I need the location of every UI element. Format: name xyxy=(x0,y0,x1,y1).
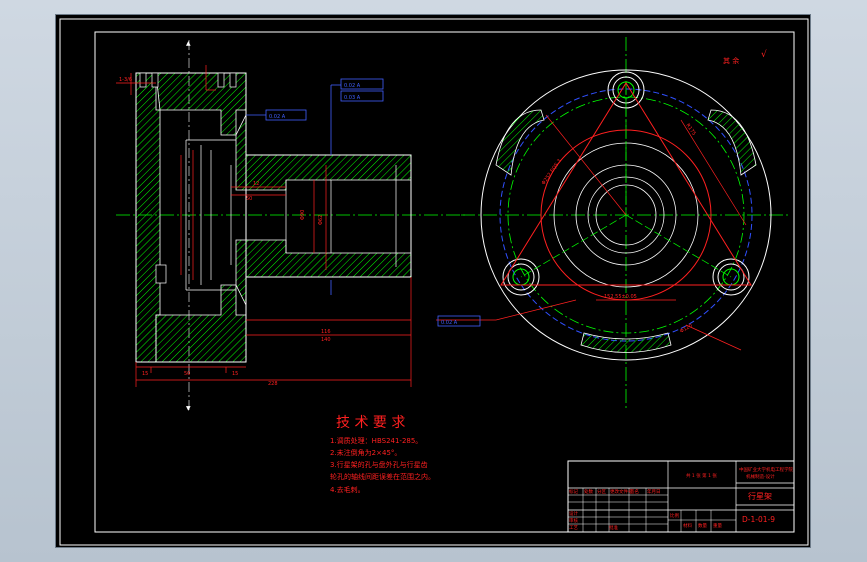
tol-end: 0.02 A xyxy=(441,320,458,326)
dim-a: 15 xyxy=(142,371,148,377)
end-view: Φ252 EQS 3 R175 152.55±0.05 Φ120 0.02 A xyxy=(436,37,791,410)
outer-frame xyxy=(59,18,809,546)
inner-frame xyxy=(94,31,795,533)
tb-note: 共 1 张 第 1 张 xyxy=(686,472,717,479)
hatch-web-lower xyxy=(155,284,247,363)
dim-dia: Φ120 xyxy=(679,323,694,335)
dim-b: 50 xyxy=(184,371,190,377)
tb-material: 材料 xyxy=(683,522,692,529)
cad-viewport[interactable]: 1-3/6 228 15 50 15 116 140 12 50 Φ90 Φ62… xyxy=(55,14,811,548)
tech-note-1: 1.调质处理：HBS241-285。 xyxy=(330,436,422,445)
tech-note-2: 2.未注倒角为2×45°。 xyxy=(330,448,401,457)
engineering-drawing: 1-3/6 228 15 50 15 116 140 12 50 Φ90 Φ62… xyxy=(59,18,809,546)
svg-text:▼: ▼ xyxy=(186,405,191,412)
tol-3: 0.02 A xyxy=(269,114,286,120)
svg-text:▲: ▲ xyxy=(186,40,191,47)
outer-circle xyxy=(480,69,772,361)
tb-weight: 重量 xyxy=(713,522,722,529)
tech-note-3: 3.行星架的孔与盘外孔与行星齿 xyxy=(330,460,428,469)
tol-2: 0.03 A xyxy=(344,95,361,101)
tb-dept: 机械制造-设计 xyxy=(746,473,775,480)
tol-1: 0.02 A xyxy=(344,83,361,89)
tech-note-4: 轮孔的轴线间距误差在范围之内。 xyxy=(330,472,435,481)
tb-school: 中国矿业大学机电工程学院 xyxy=(739,466,793,473)
tb-label-zone: 分区 xyxy=(597,488,606,495)
dim-total: 228 xyxy=(268,381,278,387)
title-block: 中国矿业大学机电工程学院 机械制造-设计 共 1 张 第 1 张 标记 处数 分… xyxy=(567,460,795,533)
tb-label-date: 年月日 xyxy=(647,488,661,495)
tb-part-name: 行星架 xyxy=(748,491,772,501)
dim-pitch: 152.55±0.05 xyxy=(604,294,637,300)
slot-right xyxy=(707,109,757,176)
dim-hole: Φ62 xyxy=(318,215,324,225)
hub-outline xyxy=(245,154,412,278)
dim-pcd: Φ252 EQS 3 xyxy=(541,158,563,186)
section-view: 1-3/6 228 15 50 15 116 140 12 50 Φ90 Φ62… xyxy=(116,40,466,412)
tb-approve: 批准 xyxy=(609,524,618,531)
tb-qty: 数量 xyxy=(698,522,707,529)
tb-label-file: 更改文件号 xyxy=(610,488,633,495)
slot-left xyxy=(495,109,545,176)
tech-title: 技 术 要 求 xyxy=(336,415,405,431)
red-triangle xyxy=(500,82,752,286)
dim-len-50: 50 xyxy=(246,196,252,202)
hatch-hub-lower xyxy=(235,239,412,306)
tech-requirements: 技 术 要 求 1.调质处理：HBS241-285。 2.未注倒角为2×45°。… xyxy=(330,415,435,494)
tb-label-mark: 标记 xyxy=(569,488,578,495)
tb-check: 审核 xyxy=(569,517,578,524)
slot-bottom xyxy=(580,332,672,353)
tb-design: 设计 xyxy=(569,510,578,517)
surface-mark: 其 余 xyxy=(723,56,739,65)
dim-bore: Φ90 xyxy=(300,210,306,220)
roughness-symbol: √ xyxy=(761,49,767,60)
tb-label-sign: 签名 xyxy=(630,488,639,495)
blue-circle xyxy=(499,88,753,342)
tech-note-5: 4.去毛刺。 xyxy=(330,485,365,494)
tb-scale: 比例 xyxy=(670,512,679,519)
dim-mid-2: 140 xyxy=(321,337,331,343)
dim-top-left: 1-3/6 xyxy=(119,77,132,83)
tb-drawing-no: D-1-01-9 xyxy=(742,515,775,524)
dim-rad: R175 xyxy=(684,123,696,137)
pitch-circle xyxy=(507,96,745,334)
tb-craft: 工艺 xyxy=(569,525,578,531)
tb-label-count: 处数 xyxy=(584,488,593,495)
hatch-hub-upper xyxy=(235,114,412,191)
dim-mid-1: 116 xyxy=(321,329,331,335)
dim-len-12: 12 xyxy=(253,181,259,187)
dim-c: 15 xyxy=(232,371,238,377)
